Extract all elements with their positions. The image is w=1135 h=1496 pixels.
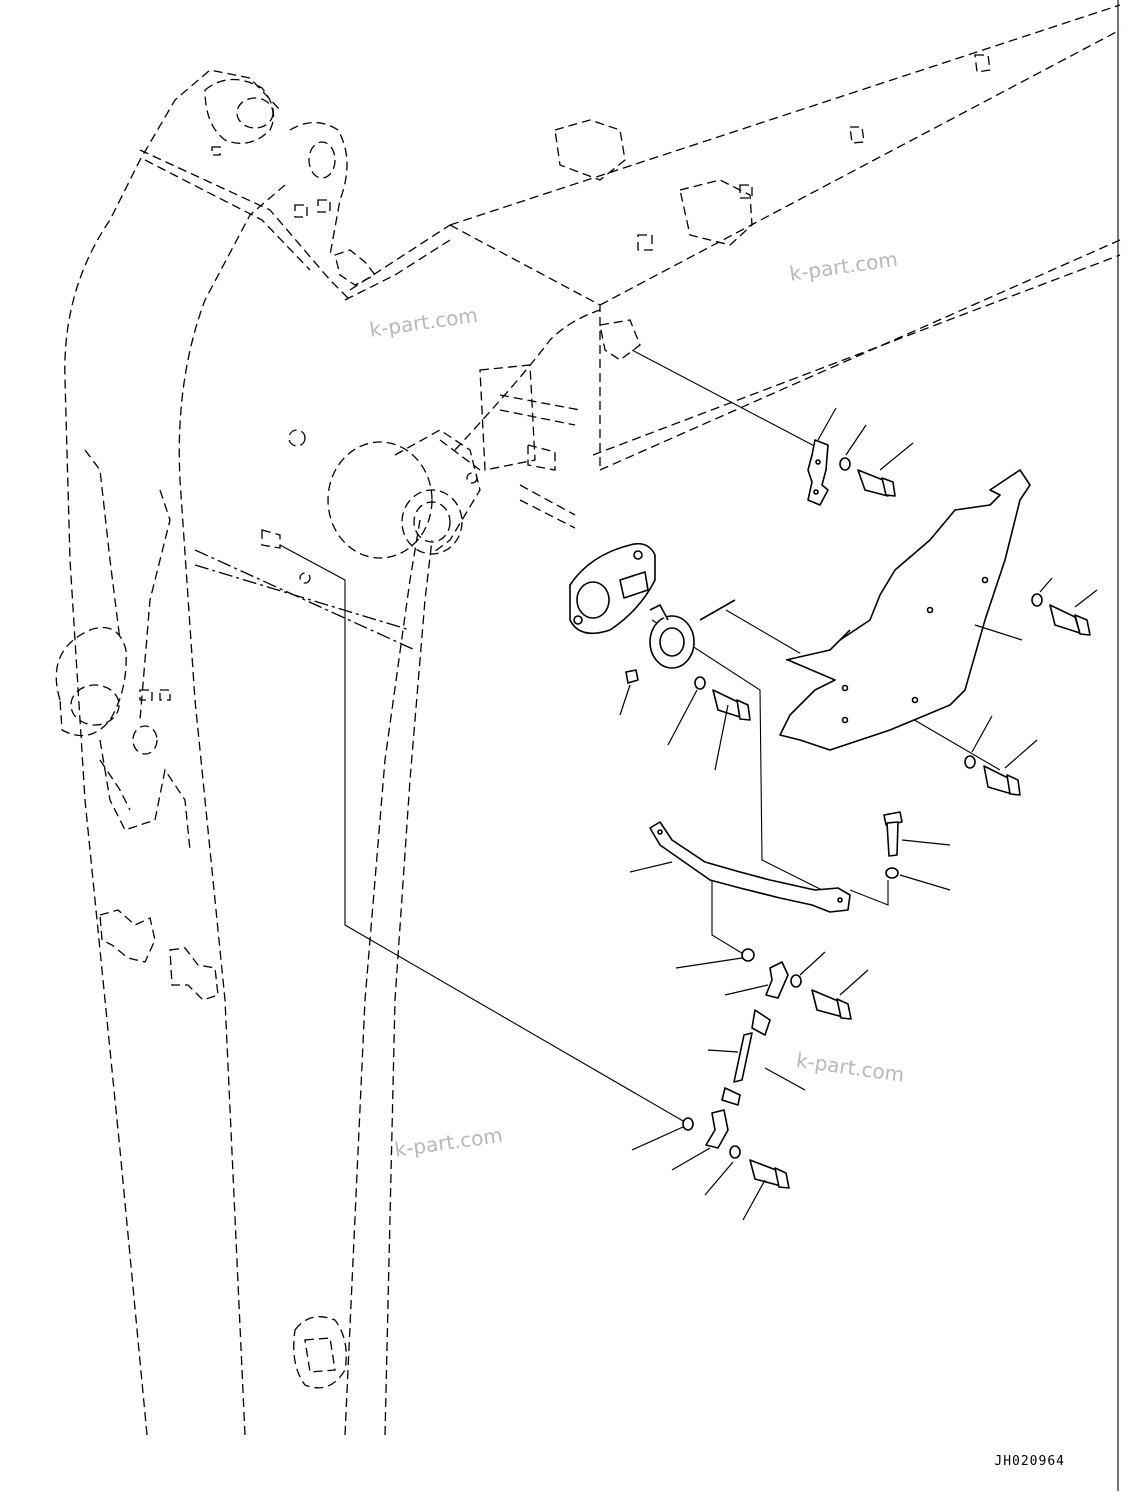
drawing-code: JH020964 — [994, 1454, 1065, 1469]
guard-plate — [779, 469, 1031, 751]
dowel — [625, 669, 639, 684]
washer — [1031, 593, 1043, 607]
bolt — [1049, 604, 1091, 636]
bolt — [811, 989, 852, 1020]
boom-outline — [261, 4, 1121, 584]
pin — [619, 571, 736, 621]
washer — [790, 974, 802, 988]
bolt — [749, 1159, 790, 1189]
arm-outline — [55, 69, 433, 1436]
elbow-fitting — [765, 961, 789, 999]
washer — [964, 755, 976, 769]
grease-cap — [649, 604, 695, 669]
hose-bracket — [649, 821, 851, 913]
assembly-lines — [279, 349, 1001, 1126]
bolt-vertical — [883, 811, 903, 857]
hose — [721, 1009, 771, 1106]
nut — [729, 1145, 741, 1159]
washer — [885, 867, 899, 879]
elbow-fitting — [705, 1109, 729, 1149]
bolt — [857, 469, 896, 497]
callout-leaders — [619, 407, 1098, 1221]
washer — [839, 457, 851, 471]
bolt — [983, 765, 1021, 796]
flange — [569, 542, 656, 635]
clamp-bracket — [807, 439, 829, 506]
washer — [682, 1117, 694, 1131]
nut — [741, 948, 755, 962]
bolt — [712, 689, 751, 721]
washer — [694, 676, 706, 690]
